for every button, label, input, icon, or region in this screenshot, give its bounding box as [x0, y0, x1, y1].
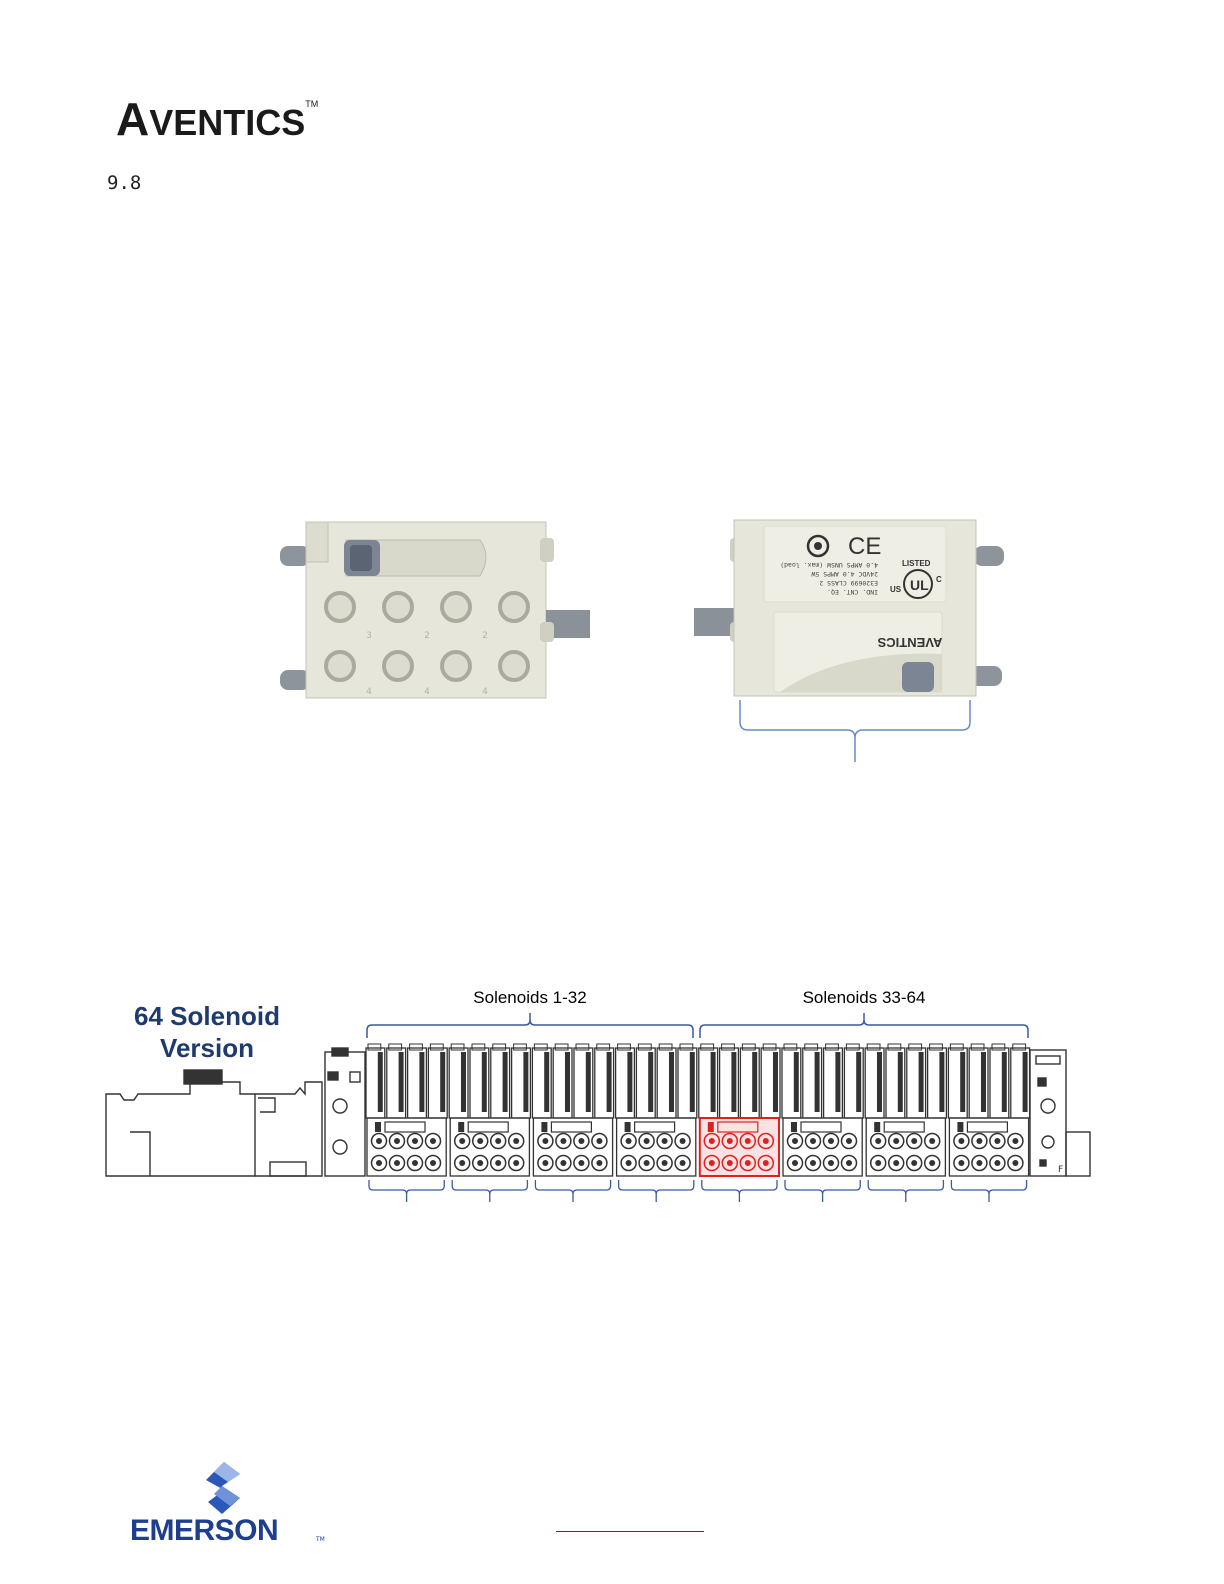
- module-bracket: [951, 1180, 1026, 1202]
- valve-station: [512, 1044, 531, 1118]
- logo-initial: A: [116, 93, 149, 145]
- valve-station: [928, 1044, 947, 1118]
- ul-listed: LISTED: [902, 559, 931, 568]
- valve-station: [1011, 1044, 1030, 1118]
- module-bracket: [702, 1180, 777, 1202]
- valve-station: [969, 1044, 988, 1118]
- valve-station: [948, 1044, 967, 1118]
- end-plate: F: [1030, 1050, 1090, 1176]
- module-bracket: [785, 1180, 860, 1202]
- svg-text:UL: UL: [910, 577, 929, 593]
- valve-station: [678, 1044, 697, 1118]
- module-label-view: CE UL C US LISTED IND. CNT. EQ. E320699 …: [694, 520, 1004, 762]
- bracket-group2: [700, 1013, 1028, 1038]
- module-images: 3 2 2 4 4 4 CE UL C US LISTED IND. CNT. …: [270, 510, 1020, 780]
- valve-station: [657, 1044, 676, 1118]
- valve-station: [449, 1044, 468, 1118]
- valve-station: [782, 1044, 801, 1118]
- valve-station: [532, 1044, 551, 1118]
- valve-station: [740, 1044, 759, 1118]
- port-label: 4: [424, 687, 430, 697]
- module-front-view: 3 2 2 4 4 4: [280, 522, 590, 698]
- ul-us: US: [890, 585, 902, 594]
- module-bracket: [868, 1180, 943, 1202]
- logo-tm: TM: [305, 99, 318, 109]
- solenoids-33-64-label: Solenoids 33-64: [803, 988, 926, 1007]
- valve-station: [491, 1044, 510, 1118]
- valve-station: [803, 1044, 822, 1118]
- valve-station: [616, 1044, 635, 1118]
- label-line: 4.0 AMPS UNSW (max. load): [780, 561, 878, 569]
- valve-station: [907, 1044, 926, 1118]
- ul-c: C: [936, 575, 942, 584]
- ce-mark: CE: [848, 533, 881, 560]
- bracket-group1: [367, 1013, 693, 1038]
- valve-station: [553, 1044, 572, 1118]
- port-label: 4: [482, 687, 488, 697]
- io-module-highlighted: [700, 1118, 779, 1176]
- port-label: 3: [366, 631, 372, 641]
- io-module: [533, 1118, 612, 1176]
- valve-station: [574, 1044, 593, 1118]
- label-line: E320699 CLASS 2: [819, 579, 878, 587]
- solenoids-1-32-label: Solenoids 1-32: [473, 988, 586, 1007]
- io-module: [450, 1118, 529, 1176]
- valve-station: [761, 1044, 780, 1118]
- io-module: [949, 1118, 1028, 1176]
- valve-station: [720, 1044, 739, 1118]
- label-line: 24VDC 4.0 AMPS 5W: [811, 570, 878, 578]
- valve-station: [470, 1044, 489, 1118]
- valve-station: [428, 1044, 447, 1118]
- valve-station: [636, 1044, 655, 1118]
- inlet-end-assembly: [106, 1048, 365, 1176]
- logo-rest: VENTICS: [149, 102, 305, 143]
- valve-station: [595, 1044, 614, 1118]
- module-brackets: [369, 1180, 1027, 1202]
- valve-station: [990, 1044, 1009, 1118]
- emerson-logo-mark: [200, 1460, 246, 1516]
- valve-station: [408, 1044, 427, 1118]
- io-modules: [367, 1118, 1029, 1176]
- io-module: [367, 1118, 446, 1176]
- section-number: 9.8: [107, 172, 141, 194]
- solenoid-manifold-diagram: Solenoids 1-32 Solenoids 33-64 F: [100, 982, 1100, 1212]
- label-line: IND. CNT. EQ.: [827, 588, 878, 596]
- valve-station: [699, 1044, 718, 1118]
- end-plate-letter: F: [1058, 1165, 1063, 1175]
- module-bracket: [452, 1180, 527, 1202]
- valve-station: [886, 1044, 905, 1118]
- valve-station: [865, 1044, 884, 1118]
- aventics-logo: AVENTICSTM: [116, 96, 318, 142]
- port-label: 2: [482, 631, 488, 641]
- emerson-logo-text: EMERSON: [130, 1514, 278, 1548]
- port-label: 2: [424, 631, 430, 641]
- io-module: [617, 1118, 696, 1176]
- io-module: [783, 1118, 862, 1176]
- footer-link-underline[interactable]: [556, 1531, 704, 1532]
- module-bracket: [535, 1180, 610, 1202]
- valve-station: [824, 1044, 843, 1118]
- valve-station: [366, 1044, 385, 1118]
- emerson-tm: TM: [316, 1536, 325, 1543]
- valve-station: [387, 1044, 406, 1118]
- module-bracket: [619, 1180, 694, 1202]
- module-bracket: [369, 1180, 444, 1202]
- port-label: 4: [366, 687, 372, 697]
- module-brand: AVENTICS: [877, 635, 942, 650]
- valve-stations: [366, 1044, 1030, 1118]
- io-module: [866, 1118, 945, 1176]
- valve-station: [844, 1044, 863, 1118]
